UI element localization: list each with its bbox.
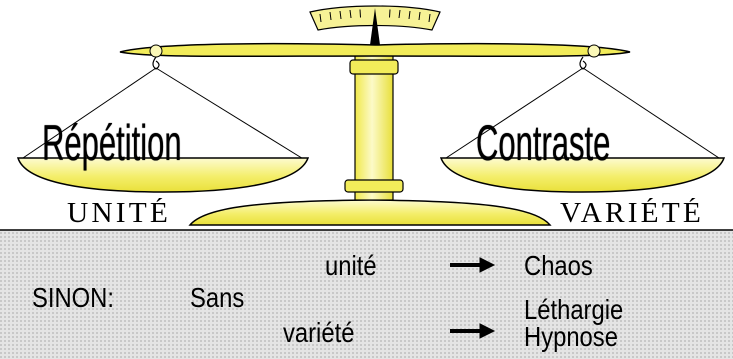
sinon-label: SINON: <box>32 284 114 312</box>
left-pan-word: Répétition <box>42 118 182 168</box>
term-unite: unité <box>325 252 377 280</box>
left-base-label: UNITÉ <box>67 200 171 228</box>
result-hypnose: Hypnose <box>524 323 618 351</box>
sans-label: Sans <box>190 284 244 312</box>
scale-base <box>190 200 550 225</box>
right-pan-word: Contraste <box>476 118 610 168</box>
result-lethargie: Léthargie <box>524 296 623 324</box>
term-variete: variété <box>283 319 354 347</box>
scale-column <box>355 55 393 200</box>
right-base-label: VARIÉTÉ <box>560 200 704 228</box>
scale-beam <box>120 44 630 57</box>
result-chaos: Chaos <box>524 252 593 280</box>
